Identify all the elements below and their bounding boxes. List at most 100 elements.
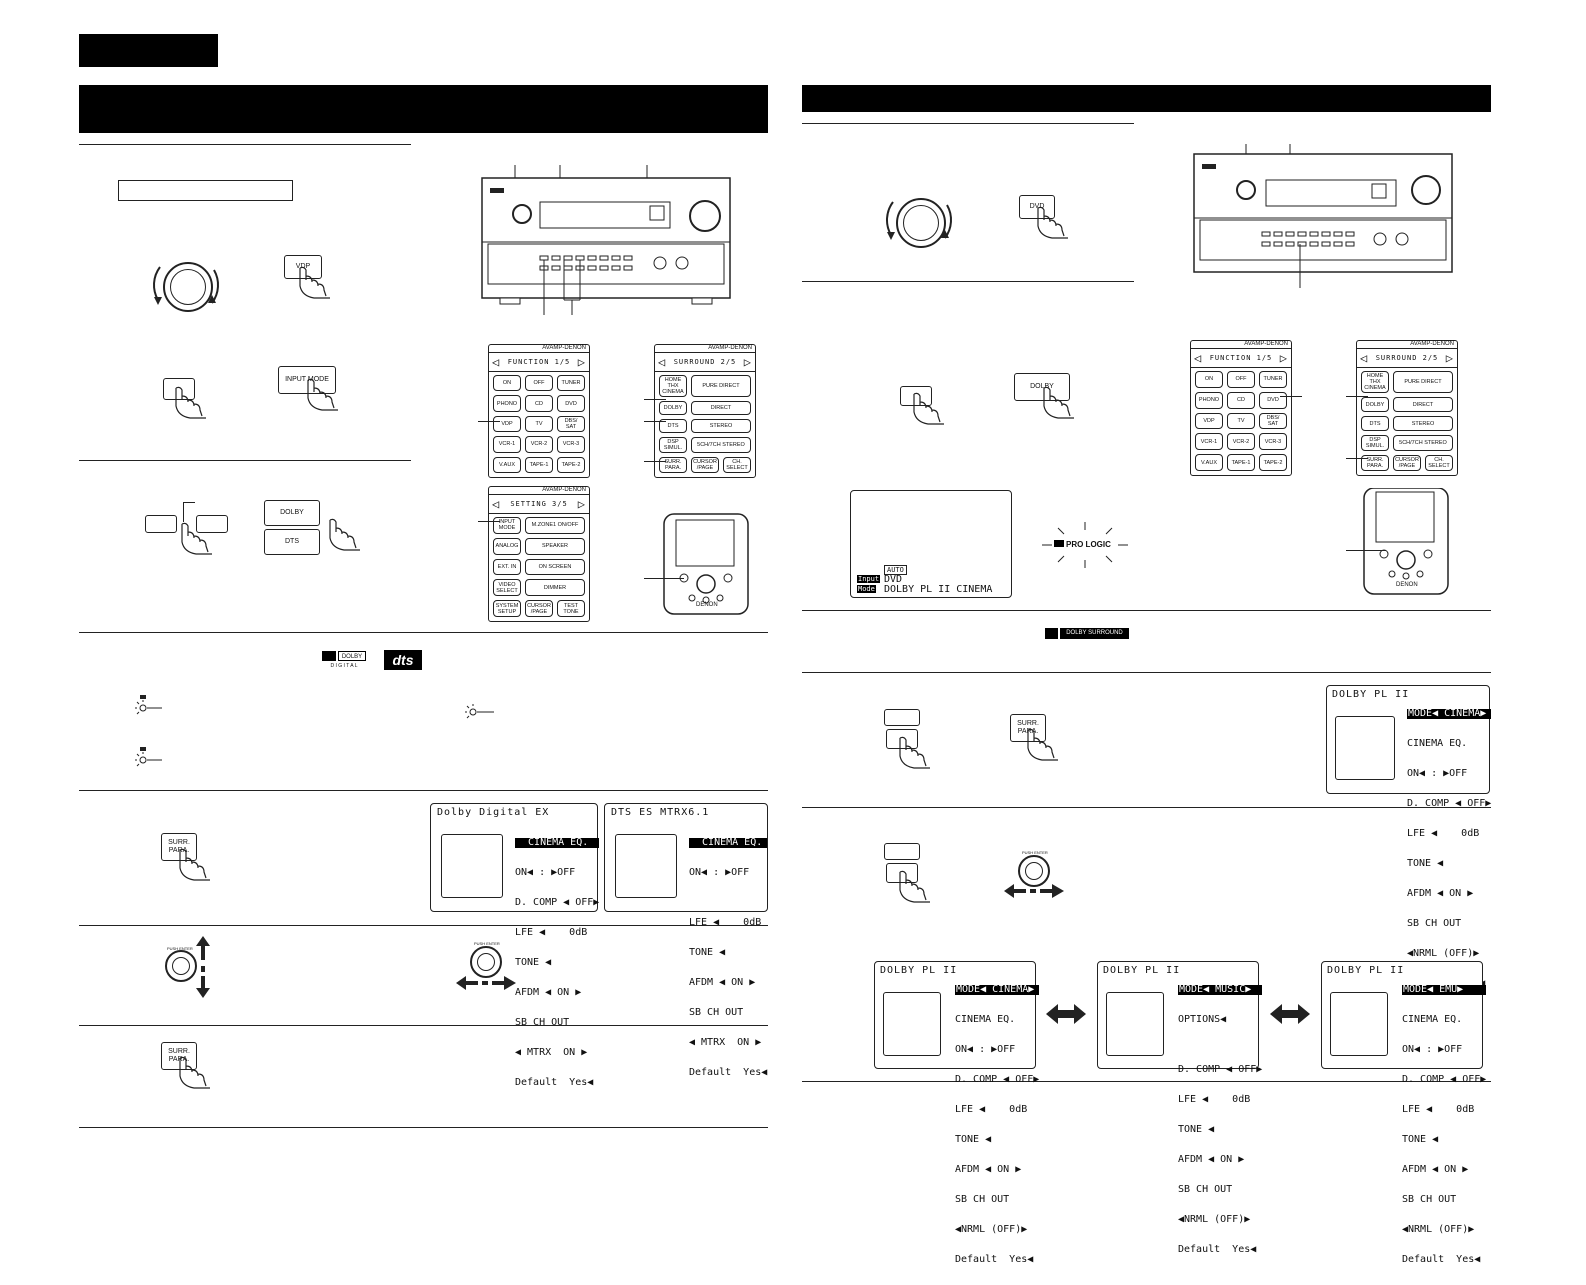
- fn-vcr1[interactable]: VCR-1: [1195, 433, 1223, 451]
- blank-button[interactable]: [163, 378, 195, 400]
- blank-button-bottom[interactable]: [886, 729, 918, 749]
- sur-home-thx[interactable]: HOME THX CINEMA: [659, 375, 687, 397]
- fn-vcr1[interactable]: VCR-1: [493, 436, 521, 453]
- left-arrow-icon[interactable]: ◁: [658, 355, 667, 369]
- fn-vcr2[interactable]: VCR-2: [525, 436, 553, 453]
- fn-cd[interactable]: CD: [525, 395, 553, 412]
- blank-button-left[interactable]: [145, 515, 177, 533]
- set-analog[interactable]: ANALOG: [493, 537, 521, 555]
- input-mode-button[interactable]: INPUT MODE: [278, 366, 336, 394]
- sur-dts[interactable]: DTS: [1361, 416, 1389, 431]
- right-arrow-icon[interactable]: ▷: [577, 497, 586, 511]
- blank-button-top[interactable]: [884, 709, 920, 726]
- fn-vaux[interactable]: V.AUX: [1195, 454, 1223, 471]
- sur-dsp-simul[interactable]: DSP SIMUL.: [1361, 435, 1389, 451]
- fn-dvd[interactable]: DVD: [557, 395, 585, 412]
- sur-cursor-page[interactable]: CURSOR /PAGE: [691, 457, 719, 473]
- fn-off[interactable]: OFF: [1227, 371, 1255, 388]
- callout-line: [1346, 396, 1368, 397]
- set-mzone[interactable]: M.ZONE1 ON/OFF: [525, 517, 585, 534]
- right-arrow-icon[interactable]: ▷: [1445, 351, 1454, 365]
- set-test-tone[interactable]: TEST TONE: [557, 600, 585, 617]
- left-arrow-icon[interactable]: ◁: [492, 355, 501, 369]
- blank-button[interactable]: [900, 386, 932, 406]
- surr-para-button[interactable]: SURR. PARA.: [161, 1042, 197, 1070]
- sur-home-thx[interactable]: HOME THX CINEMA: [1361, 371, 1389, 393]
- fn-vcr3[interactable]: VCR-3: [557, 436, 585, 453]
- fn-tape1[interactable]: TAPE-1: [1227, 454, 1255, 471]
- fn-dvd[interactable]: DVD: [1259, 391, 1287, 409]
- set-speaker[interactable]: SPEAKER: [525, 537, 585, 555]
- fn-tape2[interactable]: TAPE-2: [1259, 454, 1287, 471]
- sur-direct[interactable]: DIRECT: [691, 401, 751, 415]
- push-enter-knob[interactable]: [470, 946, 502, 978]
- dts-button[interactable]: DTS: [264, 529, 320, 555]
- set-ext-in[interactable]: EXT. IN: [493, 558, 521, 576]
- set-cursor-page[interactable]: CURSOR /PAGE: [525, 600, 553, 617]
- fn-off[interactable]: OFF: [525, 375, 553, 392]
- dolby-button[interactable]: DOLBY: [264, 500, 320, 526]
- fn-vaux[interactable]: V.AUX: [493, 456, 521, 473]
- fn-cd[interactable]: CD: [1227, 391, 1255, 409]
- fn-tape1[interactable]: TAPE-1: [525, 456, 553, 473]
- sur-cursor-page[interactable]: CURSOR /PAGE: [1393, 455, 1421, 471]
- input-selector-knob[interactable]: [896, 198, 946, 248]
- sur-dolby[interactable]: DOLBY: [659, 401, 687, 415]
- fn-dbs-sat[interactable]: DBS/ SAT: [1259, 412, 1287, 430]
- fn-vdp[interactable]: VDP: [1195, 412, 1223, 430]
- push-enter-label: PUSH ENTER: [1022, 850, 1048, 855]
- setting-grid: INPUT MODE M.ZONE1 ON/OFF ANALOG SPEAKER…: [493, 517, 585, 617]
- set-video-select[interactable]: VIDEO SELECT: [493, 579, 521, 597]
- fn-dbs-sat[interactable]: DBS/ SAT: [557, 415, 585, 433]
- dolby-button[interactable]: DOLBY: [1014, 373, 1070, 401]
- push-enter-knob[interactable]: [165, 950, 197, 982]
- sur-surr-para[interactable]: SURR. PARA.: [659, 457, 687, 473]
- sur-ch-select[interactable]: CH. SELECT: [1425, 455, 1453, 471]
- blank-button-top[interactable]: [884, 843, 920, 860]
- fn-tuner[interactable]: TUNER: [1259, 371, 1287, 388]
- vdp-button[interactable]: VDP: [284, 255, 322, 279]
- set-dimmer[interactable]: DIMMER: [525, 579, 585, 597]
- set-input-mode[interactable]: INPUT MODE: [493, 517, 521, 534]
- blank-button-bottom[interactable]: [886, 863, 918, 883]
- fn-vdp[interactable]: VDP: [493, 415, 521, 433]
- sur-dts[interactable]: DTS: [659, 419, 687, 433]
- left-arrow-icon[interactable]: ◁: [492, 497, 501, 511]
- sur-5ch7ch[interactable]: 5CH/7CH STEREO: [1393, 435, 1453, 451]
- fn-phono[interactable]: PHONO: [1195, 391, 1223, 409]
- sur-surr-para[interactable]: SURR. PARA.: [1361, 455, 1389, 471]
- dvd-button[interactable]: DVD: [1019, 195, 1055, 219]
- fn-vcr3[interactable]: VCR-3: [1259, 433, 1287, 451]
- left-arrow-icon[interactable]: ◁: [1194, 351, 1203, 365]
- fn-vcr2[interactable]: VCR-2: [1227, 433, 1255, 451]
- fn-tv[interactable]: TV: [1227, 412, 1255, 430]
- left-arrow-icon[interactable]: ◁: [1360, 351, 1369, 365]
- sur-5ch7ch[interactable]: 5CH/7CH STEREO: [691, 437, 751, 453]
- sur-dolby[interactable]: DOLBY: [1361, 397, 1389, 412]
- push-enter-knob[interactable]: [1018, 855, 1050, 887]
- right-arrow-icon[interactable]: ▷: [743, 355, 752, 369]
- fn-tv[interactable]: TV: [525, 415, 553, 433]
- right-arrow-icon[interactable]: ▷: [577, 355, 586, 369]
- osd-title: Dolby Digital EX: [437, 807, 550, 818]
- fn-tuner[interactable]: TUNER: [557, 375, 585, 392]
- fn-on[interactable]: ON: [493, 375, 521, 392]
- blank-button-right[interactable]: [196, 515, 228, 533]
- set-system-setup[interactable]: SYSTEM SETUP: [493, 600, 521, 617]
- sur-pure-direct[interactable]: PURE DIRECT: [1393, 371, 1453, 393]
- right-arrow-icon[interactable]: ▷: [1279, 351, 1288, 365]
- surr-para-button[interactable]: SURR. PARA.: [161, 833, 197, 861]
- sur-stereo[interactable]: STEREO: [691, 419, 751, 433]
- sur-dsp-simul[interactable]: DSP SIMUL.: [659, 437, 687, 453]
- callout-line: [1346, 550, 1386, 551]
- input-selector-knob[interactable]: [163, 262, 213, 312]
- osd-row: ◀ MTRX ON ▶: [515, 1047, 588, 1058]
- sur-direct[interactable]: DIRECT: [1393, 397, 1453, 412]
- sur-ch-select[interactable]: CH. SELECT: [723, 457, 751, 473]
- fn-on[interactable]: ON: [1195, 371, 1223, 388]
- fn-phono[interactable]: PHONO: [493, 395, 521, 412]
- sur-stereo[interactable]: STEREO: [1393, 416, 1453, 431]
- sur-pure-direct[interactable]: PURE DIRECT: [691, 375, 751, 397]
- fn-tape2[interactable]: TAPE-2: [557, 456, 585, 473]
- set-on-screen[interactable]: ON SCREEN: [525, 558, 585, 576]
